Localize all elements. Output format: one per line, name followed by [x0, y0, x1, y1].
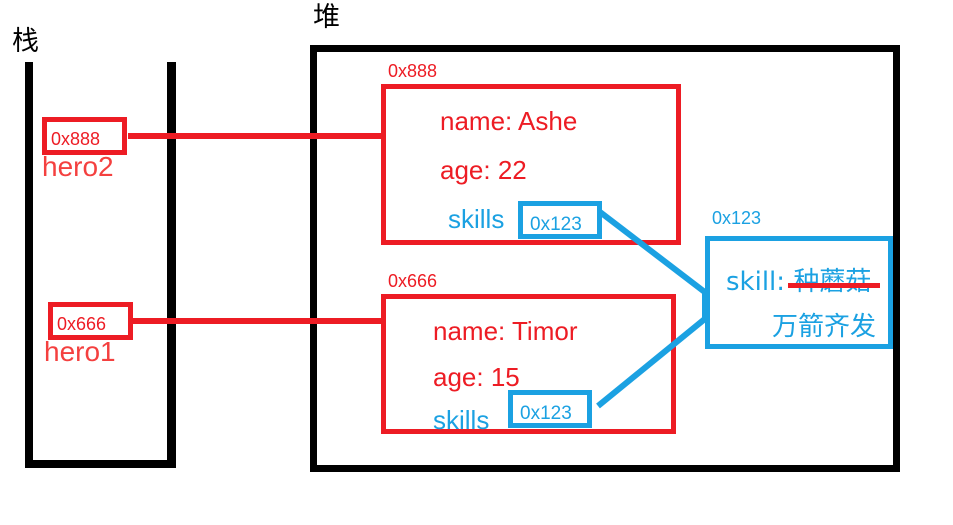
stack-cell-hero2[interactable]: 0x888	[42, 117, 127, 155]
stack-var-label-hero2: hero2	[42, 151, 114, 182]
ashe-skills-pointer-cell[interactable]: 0x123	[518, 201, 602, 239]
skills-object-box[interactable]: skill: 种蘑菇 万箭齐发	[705, 236, 893, 349]
heap-frame	[310, 45, 900, 472]
stack-cell-hero2-address: 0x888	[51, 129, 101, 149]
heap-object-ashe[interactable]: name: Ashe age: 22 skills	[381, 84, 681, 245]
pointer-line-hero1-to-timor	[133, 318, 384, 324]
ashe-skills-label: skills	[448, 204, 505, 234]
timor-skills-label: skills	[433, 405, 490, 435]
timor-skills-pointer-address: 0x123	[520, 403, 572, 424]
skills-object-old-line: skill: 种蘑菇	[726, 269, 871, 295]
skills-object-address: 0x123	[712, 208, 762, 228]
stack-cell-hero1[interactable]: 0x666	[48, 302, 133, 340]
timor-skills-pointer-cell[interactable]: 0x123	[508, 390, 592, 428]
stack-cell-hero1-address: 0x666	[57, 314, 107, 334]
ashe-name-field: name: Ashe	[440, 106, 578, 136]
stack-var-label-hero1: hero1	[44, 336, 116, 367]
pointer-line-hero2-to-ashe	[128, 133, 384, 139]
ashe-age-field: age: 22	[440, 155, 527, 185]
heap-title: 堆	[313, 2, 340, 33]
heap-object-address-0x666: 0x666	[388, 271, 438, 291]
skill-prefix: skill:	[726, 267, 794, 297]
skills-object-new-value: 万箭齐发	[772, 312, 877, 342]
ashe-skills-pointer-address: 0x123	[530, 214, 582, 235]
stack-frame-divider	[169, 62, 176, 468]
skill-old-value: 种蘑菇	[793, 267, 872, 297]
heap-object-address-0x888: 0x888	[388, 61, 438, 81]
timor-age-field: age: 15	[433, 362, 520, 392]
stack-title: 栈	[12, 26, 39, 57]
timor-name-field: name: Timor	[433, 316, 578, 346]
strikethrough-mark	[788, 283, 880, 288]
